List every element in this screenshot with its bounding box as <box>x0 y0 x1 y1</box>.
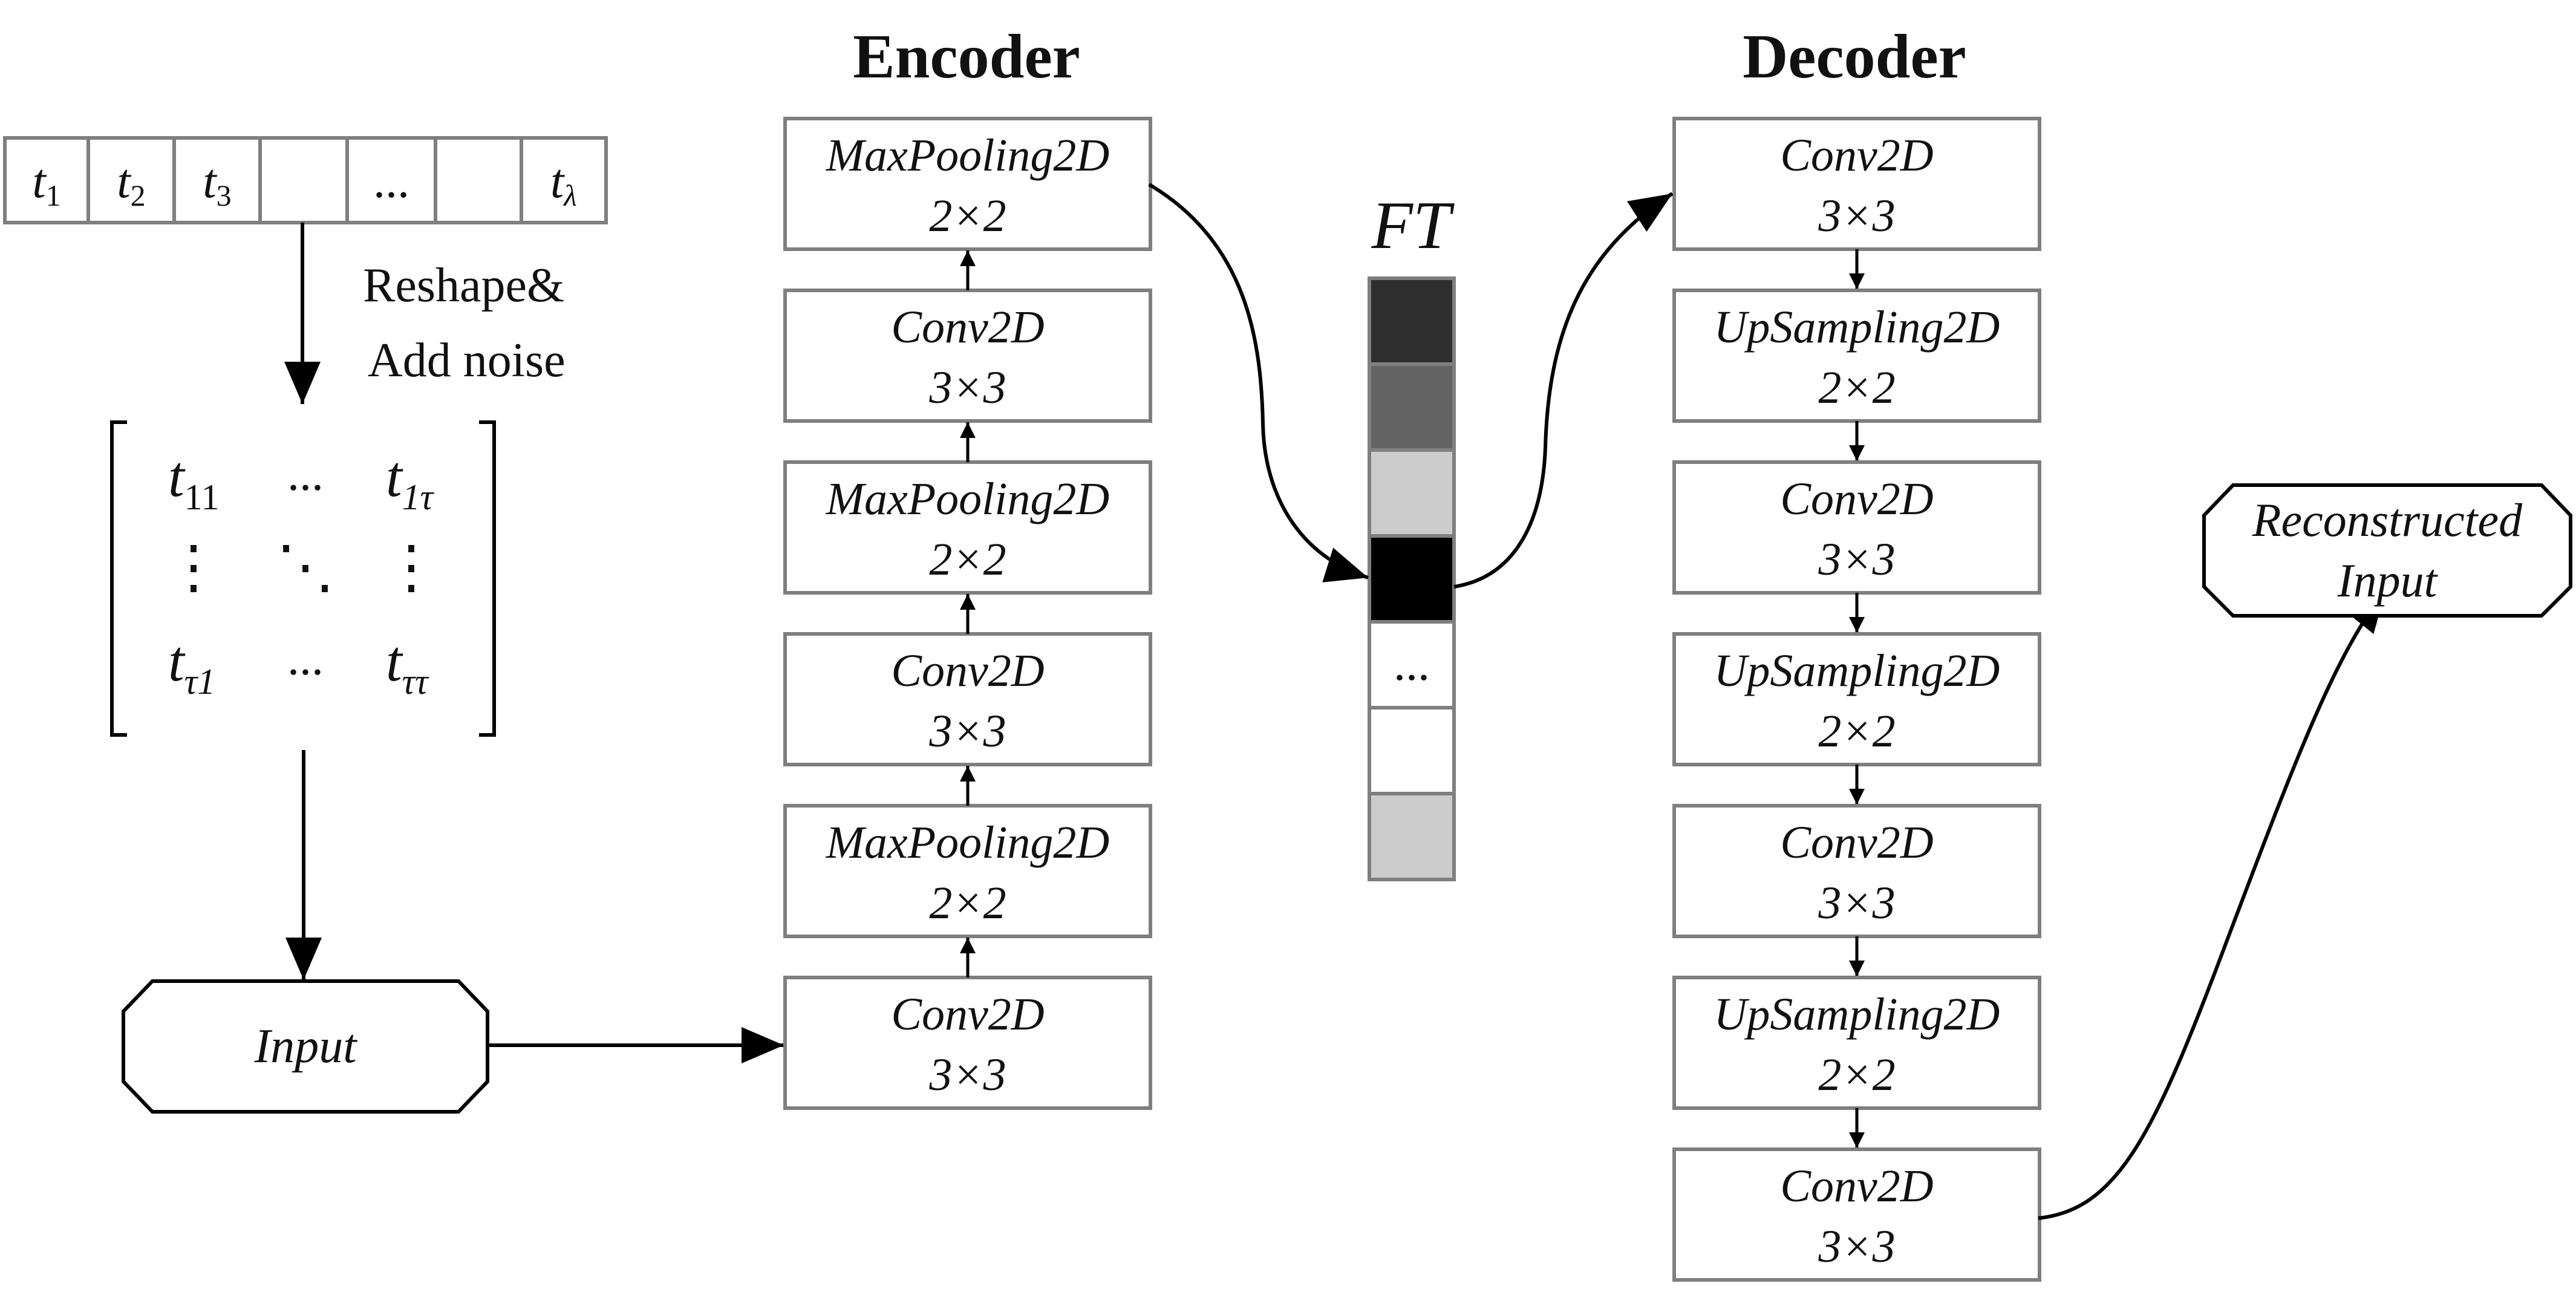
encoder-layer-name: Conv2D <box>891 645 1044 696</box>
decoder-layer-size: 2×2 <box>1818 362 1895 413</box>
sequence-cell: t3 <box>172 136 262 224</box>
output-label-line1: Reconstructed <box>2252 494 2523 546</box>
matrix-top-left: t11 <box>168 444 219 517</box>
matrix-bottom-dots: ... <box>287 632 324 685</box>
sequence-cell: tλ <box>520 136 608 224</box>
input-node: Input <box>122 979 489 1114</box>
encoder-layer-size: 2×2 <box>929 191 1006 241</box>
encoder-stack: MaxPooling2D2×2Conv2D3×3MaxPooling2D2×2C… <box>783 117 1152 1110</box>
reshape-label-line2: Add noise <box>368 334 566 387</box>
sequence-ellipsis: ... <box>373 155 409 208</box>
sequence-cell-sub: 3 <box>217 178 232 212</box>
svg-text:t2: t2 <box>117 155 145 212</box>
sequence-cell-sub: λ <box>562 178 577 212</box>
feature-cell <box>1368 276 1456 366</box>
sequence-cell-base: t <box>550 155 565 208</box>
feature-vector: ... <box>1368 276 1456 881</box>
decoder-to-output-arrow <box>2038 589 2388 1220</box>
decoder-layer-size: 3×3 <box>1818 878 1895 928</box>
decoder-layer-size: 2×2 <box>1818 1049 1895 1100</box>
noisy-matrix: t11 ... t1τ ⋮ ⋱ ⋮ tτ1 ... tττ <box>110 420 496 737</box>
matrix-mid-right: ⋮ <box>382 535 440 599</box>
feature-cell-text: ... <box>1394 638 1430 691</box>
decoder-layer: Conv2D 3×3 <box>1672 117 2041 251</box>
reshape-label-line1: Reshape& <box>363 259 564 312</box>
encoder-layer-name: MaxPooling2D <box>826 130 1110 181</box>
decoder-layer: UpSampling2D 2×2 <box>1672 289 2041 423</box>
decoder-layer-name: UpSampling2D <box>1714 645 2000 696</box>
sequence-cell: t1 <box>3 136 90 224</box>
feature-to-decoder-arrow <box>1453 192 1674 589</box>
sequence-cell: t2 <box>86 136 176 224</box>
feature-cell <box>1368 362 1456 452</box>
input-sequence: t1 t2 t3 ... tλ <box>3 136 608 224</box>
encoder-layer-name: MaxPooling2D <box>826 474 1110 524</box>
sequence-cell-base: t <box>203 155 217 208</box>
feature-cell <box>1368 792 1456 881</box>
feature-cell <box>1368 706 1456 795</box>
encoder-layer: Conv2D 3×3 <box>783 976 1152 1110</box>
sequence-cell <box>258 136 349 224</box>
decoder-layer-size: 3×3 <box>1818 534 1895 585</box>
decoder-layer: Conv2D 3×3 <box>1672 460 2041 595</box>
encoder-layer: Conv2D 3×3 <box>783 632 1152 766</box>
encoder-layer-size: 3×3 <box>928 1049 1006 1100</box>
decoder-layer-size: 3×3 <box>1818 1221 1895 1272</box>
matrix-top-dots: ... <box>287 448 324 501</box>
feature-cell <box>1368 448 1456 538</box>
matrix-mid-center: ⋱ <box>276 535 334 599</box>
sequence-cell-sub: 1 <box>46 178 61 212</box>
encoder-layer-size: 2×2 <box>929 534 1006 585</box>
sequence-cell-base: t <box>117 155 131 208</box>
svg-text:tλ: tλ <box>550 155 577 212</box>
decoder-layer-size: 3×3 <box>1818 191 1895 241</box>
matrix-right-bracket <box>479 420 496 737</box>
encoder-layer-name: MaxPooling2D <box>826 817 1110 868</box>
encoder-layer-name: Conv2D <box>891 302 1044 353</box>
encoder-layer: MaxPooling2D 2×2 <box>783 117 1152 251</box>
encoder-layer-name: Conv2D <box>891 989 1044 1040</box>
reconstructed-input-node: Reconstructed Input <box>2202 483 2572 618</box>
decoder-layer: Conv2D 3×3 <box>1672 804 2041 938</box>
matrix-mid-left: ⋮ <box>165 535 223 599</box>
decoder-layer-name: Conv2D <box>1780 130 1933 181</box>
sequence-cell-base: t <box>32 155 47 208</box>
decoder-layer-name: Conv2D <box>1780 474 1933 524</box>
encoder-layer-size: 2×2 <box>929 878 1006 928</box>
decoder-layer-size: 2×2 <box>1818 706 1895 757</box>
decoder-layer: UpSampling2D 2×2 <box>1672 632 2041 766</box>
decoder-layer: UpSampling2D 2×2 <box>1672 976 2041 1110</box>
matrix-left-bracket <box>110 420 127 737</box>
feature-cell: ... <box>1368 620 1456 710</box>
feature-label: FT <box>1371 188 1455 263</box>
encoder-layer: Conv2D 3×3 <box>783 289 1152 423</box>
encoder-layer-size: 3×3 <box>928 362 1006 413</box>
input-label: Input <box>254 1020 358 1073</box>
decoder-layer-name: UpSampling2D <box>1714 302 2000 353</box>
matrix-bottom-left: tτ1 <box>168 628 215 702</box>
decoder-layer-name: Conv2D <box>1780 817 1933 868</box>
sequence-cell: ... <box>345 136 437 224</box>
encoder-title: Encoder <box>853 22 1080 91</box>
decoder-title: Decoder <box>1743 22 1966 91</box>
matrix-bottom-right: tττ <box>386 628 429 702</box>
encoder-layer: MaxPooling2D 2×2 <box>783 804 1152 938</box>
encoder-to-feature-arrow <box>1148 183 1369 582</box>
output-label-line2: Input <box>2337 554 2439 607</box>
svg-text:t1: t1 <box>32 155 60 212</box>
encoder-layer: MaxPooling2D 2×2 <box>783 460 1152 595</box>
svg-text:t3: t3 <box>203 155 231 212</box>
feature-cell <box>1368 534 1456 624</box>
sequence-cell-sub: 2 <box>131 178 146 212</box>
decoder-stack: Conv2D3×3UpSampling2D2×2Conv2D3×3UpSampl… <box>1672 117 2041 1282</box>
matrix-top-right: t1τ <box>386 444 435 517</box>
decoder-layer: Conv2D 3×3 <box>1672 1147 2041 1282</box>
encoder-layer-size: 3×3 <box>928 706 1006 757</box>
decoder-layer-name: Conv2D <box>1780 1161 1933 1212</box>
sequence-cell <box>434 136 523 224</box>
decoder-layer-name: UpSampling2D <box>1714 989 2000 1040</box>
